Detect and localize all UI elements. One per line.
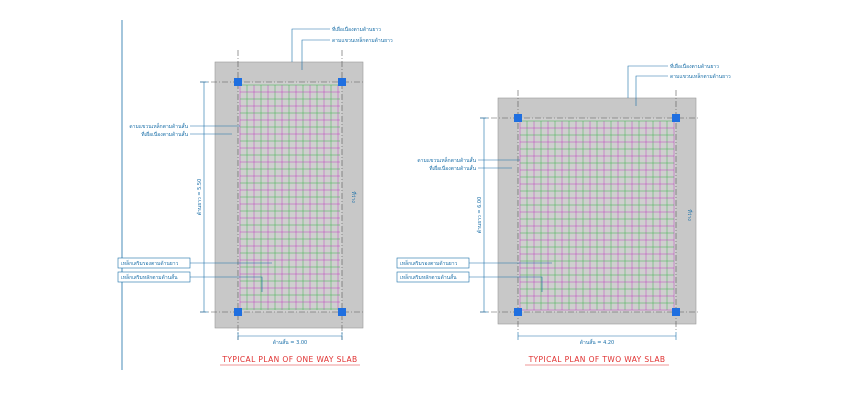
leader-line	[635, 75, 668, 106]
span-label: ที่ว่าง	[350, 191, 357, 203]
note-top-2: ดามแขวนเหล็กตามด้านยาว	[670, 72, 731, 80]
note-top-2: ดามแขวนเหล็กตามด้านยาว	[332, 36, 393, 44]
column-marker	[672, 308, 680, 316]
dim-short-label: ด้านสั้น = 4.20	[580, 337, 614, 346]
column-marker	[514, 308, 522, 316]
dim-short-label: ด้านสั้น = 3.00	[273, 337, 307, 346]
leader-line	[190, 276, 263, 292]
plan-title: TYPICAL PLAN OF TWO WAY SLAB	[528, 355, 666, 364]
column-marker	[514, 114, 522, 122]
rebar-note-2: เหล็กเสริมหลักตามด้านสั้น	[400, 272, 457, 281]
plan-title: TYPICAL PLAN OF ONE WAY SLAB	[221, 355, 357, 364]
rebar-note-1: เหล็กเสริมรองตามด้านยาว	[121, 259, 179, 267]
leader-line	[469, 276, 543, 292]
note-left-2: ที่เผื่อเนื่องตามด้านสั้น	[141, 129, 188, 138]
rebar-note-1: เหล็กเสริมรองตามด้านยาว	[400, 259, 458, 267]
dim-long-label: ด้านยาว = 5.50	[196, 179, 203, 216]
column-marker	[234, 78, 242, 86]
column-marker	[234, 308, 242, 316]
plan-one-way: ที่เผื่อเนื่องตามด้านยาว ดามแขวนเหล็กตาม…	[117, 26, 393, 366]
rebar-grid	[519, 120, 675, 311]
note-left-1: ดามแขวนเหล็กตามด้านสั้น	[129, 121, 188, 130]
leader-line	[291, 28, 330, 62]
rebar-grid	[239, 84, 340, 310]
dim-long-label: ด้านยาว = 6.00	[476, 197, 483, 234]
span-label: ที่ว่าง	[686, 209, 693, 221]
leader-line	[627, 65, 668, 98]
leader-line	[301, 39, 330, 70]
column-marker	[672, 114, 680, 122]
rebar-note-2: เหล็กเสริมหลักตามด้านสั้น	[121, 272, 178, 281]
note-left-2: ที่เผื่อเนื่องตามด้านสั้น	[429, 163, 476, 172]
note-left-1: ดามแขวนเหล็กตามด้านสั้น	[417, 155, 476, 164]
note-top-1: ที่เผื่อเนื่องตามด้านยาว	[670, 63, 719, 70]
note-top-1: ที่เผื่อเนื่องตามด้านยาว	[332, 26, 381, 33]
column-marker	[338, 308, 346, 316]
column-marker	[338, 78, 346, 86]
plan-two-way: ที่เผื่อเนื่องตามด้านยาว ดามแขวนเหล็กตาม…	[396, 63, 731, 366]
